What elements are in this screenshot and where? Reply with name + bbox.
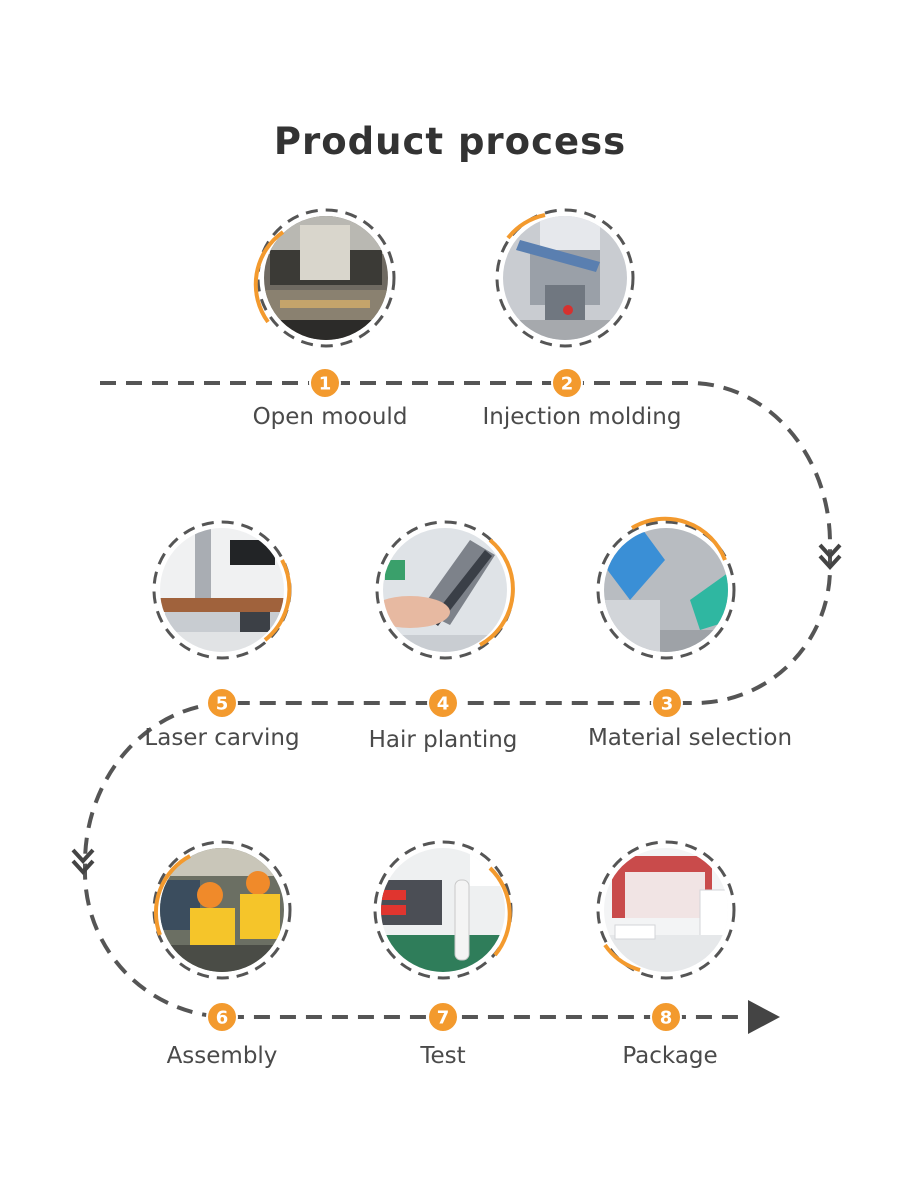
step-badge-2: 2 <box>551 367 583 399</box>
step-label-6: Assembly <box>166 1043 278 1069</box>
machine-mould-photo <box>253 208 396 348</box>
page-title: Product process <box>273 120 627 163</box>
test-device-photo <box>373 840 513 980</box>
step-badge-5: 5 <box>206 687 238 719</box>
step-label-7: Test <box>420 1043 466 1069</box>
step-label-8: Package <box>622 1043 718 1069</box>
step-label-5: Laser carving <box>144 725 300 751</box>
step-label-1: Open moould <box>252 404 408 430</box>
step-number-4: 4 <box>437 694 450 715</box>
chevron-down-icon <box>818 543 842 570</box>
flow-path <box>82 381 832 1019</box>
bristle-material-photo <box>596 516 736 660</box>
step-badge-3: 3 <box>651 687 683 719</box>
step-number-6: 6 <box>216 1008 229 1029</box>
step-badge-1: 1 <box>309 367 341 399</box>
injection-machine-photo <box>495 208 635 348</box>
assembly-line-photo <box>152 840 292 980</box>
step-badge-8: 8 <box>650 1001 682 1033</box>
step-label-2: Injection molding <box>482 404 682 430</box>
step-number-5: 5 <box>216 694 229 715</box>
step-label-4: Hair planting <box>368 727 518 753</box>
step-number-2: 2 <box>561 374 574 395</box>
hair-planting-photo <box>375 520 515 660</box>
flow-segment-row1 <box>82 381 832 1019</box>
chevron-down-icon <box>71 848 95 875</box>
step-number-8: 8 <box>660 1008 673 1029</box>
step-label-3: Material selection <box>587 725 793 751</box>
step-number-3: 3 <box>661 694 674 715</box>
packaging-room-photo <box>596 840 736 980</box>
laser-machine-photo <box>152 520 292 660</box>
step-badge-6: 6 <box>206 1001 238 1033</box>
step-number-7: 7 <box>437 1008 450 1029</box>
step-number-1: 1 <box>319 374 332 395</box>
arrow-head-icon <box>748 1000 780 1034</box>
step-badge-4: 4 <box>427 687 459 719</box>
step-badge-7: 7 <box>427 1001 459 1033</box>
